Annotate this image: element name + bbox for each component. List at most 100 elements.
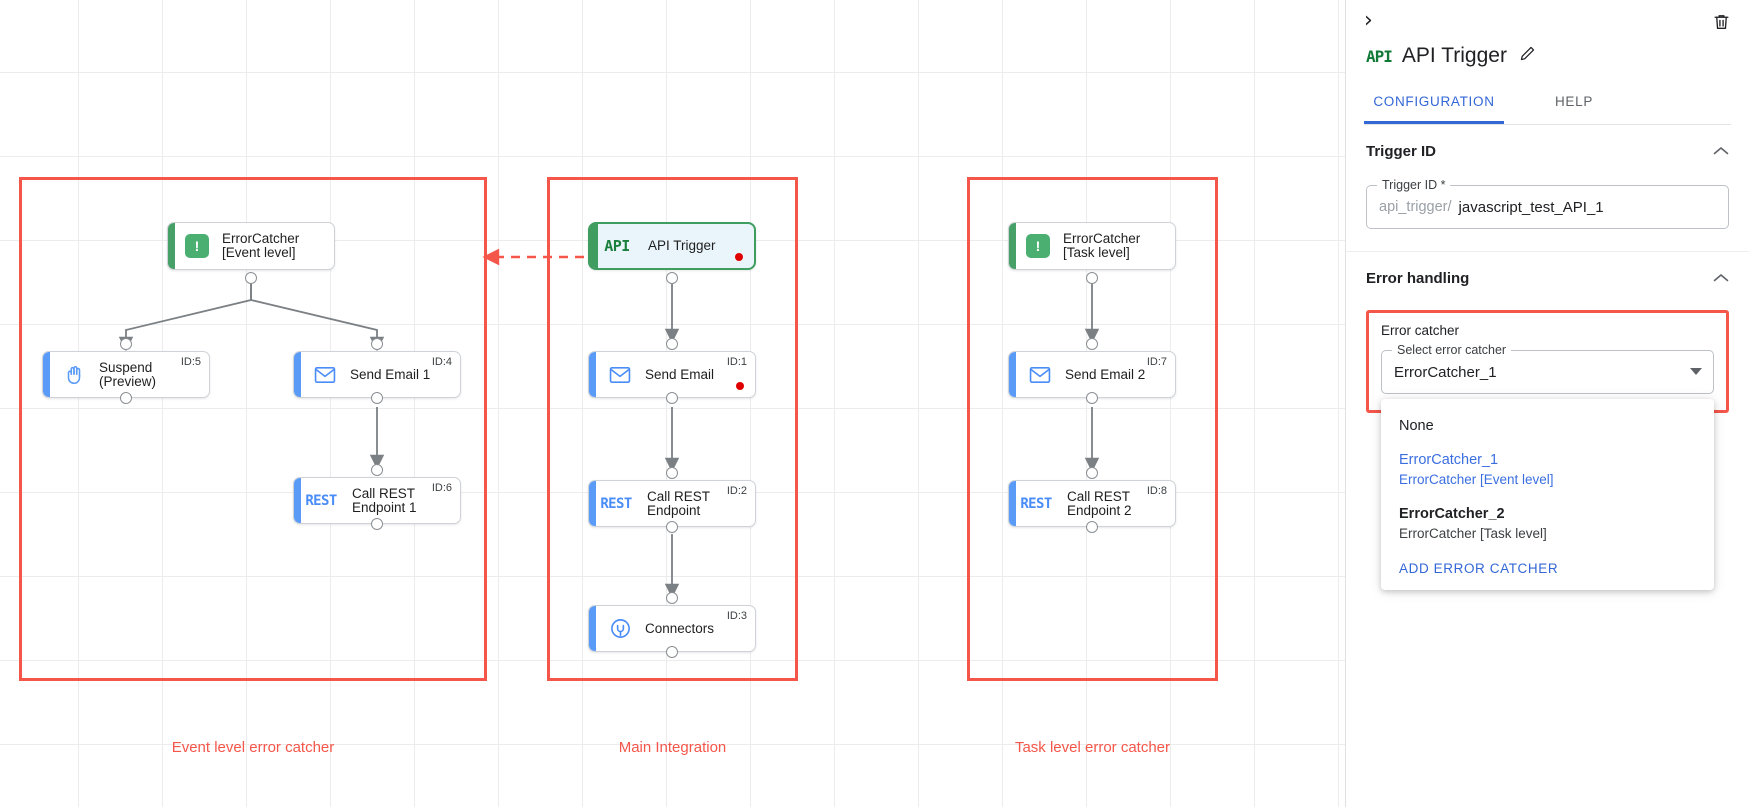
error-catcher-icon: !: [184, 233, 210, 259]
option-primary: None: [1399, 418, 1434, 434]
section-error-handling-header[interactable]: Error handling: [1366, 252, 1729, 304]
node-label: API Trigger: [648, 238, 716, 253]
trigger-id-input[interactable]: Trigger ID * api_trigger/ javascript_tes…: [1366, 178, 1729, 229]
node-port-in[interactable]: [1086, 338, 1098, 350]
rest-icon: REST: [1020, 495, 1052, 512]
node-accent-bar: [589, 352, 596, 397]
node-id-label: ID:3: [726, 610, 747, 622]
section-trigger-id-header[interactable]: Trigger ID: [1366, 125, 1729, 177]
node-suspend-preview[interactable]: Suspend (Preview) ID:5: [42, 351, 210, 398]
trigger-id-prefix: api_trigger/: [1379, 199, 1452, 215]
section-trigger-id: Trigger ID Trigger ID * api_trigger/ jav…: [1346, 125, 1749, 252]
node-call-rest-endpoint-2[interactable]: REST Call REST Endpoint 2 ID:8: [1008, 480, 1176, 527]
node-port-out[interactable]: [1086, 272, 1098, 284]
node-accent-bar: [1009, 352, 1016, 397]
rest-icon: REST: [600, 495, 632, 512]
chevron-right-icon[interactable]: ›: [1364, 8, 1373, 33]
node-label: Call REST Endpoint 1: [352, 485, 417, 515]
chevron-up-icon[interactable]: [1713, 271, 1729, 286]
main-integration-group-label: Main Integration: [618, 739, 727, 756]
dropdown-option-errorcatcher-2[interactable]: ErrorCatcher_2 ErrorCatcher [Task level]: [1381, 497, 1714, 551]
node-call-rest-endpoint[interactable]: REST Call REST Endpoint ID:2: [588, 480, 756, 527]
node-label: Send Email: [645, 366, 715, 382]
panel-title-row: API API Trigger: [1364, 44, 1731, 68]
node-port-in[interactable]: [371, 338, 383, 350]
node-port-in[interactable]: [1086, 467, 1098, 479]
error-catcher-box: Error catcher Select error catcher Error…: [1366, 310, 1729, 590]
node-api-trigger[interactable]: API API Trigger: [588, 222, 756, 270]
node-accent-bar: [590, 224, 598, 268]
workflow-canvas[interactable]: Event level error catcher Main Integrati…: [0, 0, 1345, 807]
node-port-in[interactable]: [371, 464, 383, 476]
event-level-group[interactable]: [19, 177, 487, 681]
node-id-label: ID:4: [431, 356, 452, 368]
node-error-catcher-event[interactable]: ! ErrorCatcher [Event level]: [167, 222, 335, 270]
node-send-email-1[interactable]: Send Email 1 ID:4: [293, 351, 461, 398]
chevron-up-icon[interactable]: [1713, 144, 1729, 159]
node-id-label: ID:8: [1146, 485, 1167, 497]
node-connectors[interactable]: Connectors ID:3: [588, 605, 756, 652]
connectors-icon: [607, 616, 633, 642]
chevron-down-icon[interactable]: [1690, 363, 1702, 381]
node-accent-bar: [589, 606, 596, 651]
select-error-catcher-legend: Select error catcher: [1392, 343, 1512, 357]
rest-icon: REST: [305, 492, 337, 509]
node-port-out[interactable]: [666, 646, 678, 658]
node-label: Suspend (Preview): [99, 359, 157, 389]
error-catcher-icon: !: [1025, 233, 1051, 259]
trash-icon[interactable]: [1712, 12, 1731, 37]
add-error-catcher-button[interactable]: ADD ERROR CATCHER: [1399, 561, 1559, 576]
dropdown-option-none[interactable]: None: [1381, 409, 1714, 443]
api-icon: API: [1366, 46, 1393, 66]
node-id-label: ID:5: [180, 356, 201, 368]
node-send-email[interactable]: Send Email ID:1: [588, 351, 756, 398]
node-port-out[interactable]: [1086, 521, 1098, 533]
task-level-group[interactable]: [967, 177, 1218, 681]
option-secondary: ErrorCatcher [Task level]: [1399, 526, 1547, 541]
trigger-id-field-wrap: Trigger ID * api_trigger/ javascript_tes…: [1366, 178, 1729, 229]
tab-help[interactable]: HELP: [1554, 94, 1594, 109]
hand-suspend-icon: [61, 362, 87, 388]
node-port-out[interactable]: [371, 392, 383, 404]
node-port-out[interactable]: [666, 392, 678, 404]
node-accent-bar: [168, 223, 175, 269]
node-label: Send Email 2: [1065, 366, 1146, 382]
node-accent-bar: [1009, 481, 1016, 526]
pencil-icon[interactable]: [1519, 45, 1536, 67]
tab-configuration[interactable]: CONFIGURATION: [1364, 84, 1504, 124]
envelope-icon: [607, 362, 633, 388]
node-label: ErrorCatcher [Event level]: [222, 231, 300, 260]
node-port-in[interactable]: [666, 467, 678, 479]
section-title: Trigger ID: [1366, 142, 1437, 160]
panel-header: › API API Trigger CONFIG: [1346, 0, 1749, 125]
node-call-rest-endpoint-1[interactable]: REST Call REST Endpoint 1 ID:6: [293, 477, 461, 524]
node-error-catcher-task[interactable]: ! ErrorCatcher [Task level]: [1008, 222, 1176, 270]
node-port-out[interactable]: [666, 272, 678, 284]
error-catcher-label: Error catcher: [1381, 323, 1460, 338]
node-port-in[interactable]: [120, 338, 132, 350]
node-port-in[interactable]: [666, 592, 678, 604]
select-error-catcher[interactable]: Select error catcher ErrorCatcher_1: [1381, 343, 1714, 394]
node-port-out[interactable]: [666, 521, 678, 533]
node-label: Call REST Endpoint: [647, 488, 711, 518]
section-title: Error handling: [1366, 269, 1470, 287]
option-primary: ErrorCatcher_2: [1399, 506, 1505, 522]
node-port-out[interactable]: [245, 272, 257, 284]
node-label: Call REST Endpoint 2: [1067, 488, 1132, 518]
node-label: Send Email 1: [350, 366, 431, 382]
node-accent-bar: [294, 478, 301, 523]
node-port-out[interactable]: [1086, 392, 1098, 404]
dropdown-option-errorcatcher-1[interactable]: ErrorCatcher_1 ErrorCatcher [Event level…: [1381, 443, 1714, 497]
main-integration-group[interactable]: [547, 177, 798, 681]
node-port-out[interactable]: [371, 518, 383, 530]
node-id-label: ID:1: [726, 356, 747, 368]
node-port-in[interactable]: [666, 338, 678, 350]
node-port-out[interactable]: [120, 392, 132, 404]
option-primary: ErrorCatcher_1: [1399, 452, 1499, 468]
node-send-email-2[interactable]: Send Email 2 ID:7: [1008, 351, 1176, 398]
node-accent-bar: [589, 481, 596, 526]
page-title: API Trigger: [1401, 44, 1507, 67]
envelope-icon: [1027, 362, 1053, 388]
error-catcher-dropdown[interactable]: None ErrorCatcher_1 ErrorCatcher [Event …: [1381, 399, 1714, 590]
panel-tabs: CONFIGURATION HELP: [1364, 84, 1731, 125]
